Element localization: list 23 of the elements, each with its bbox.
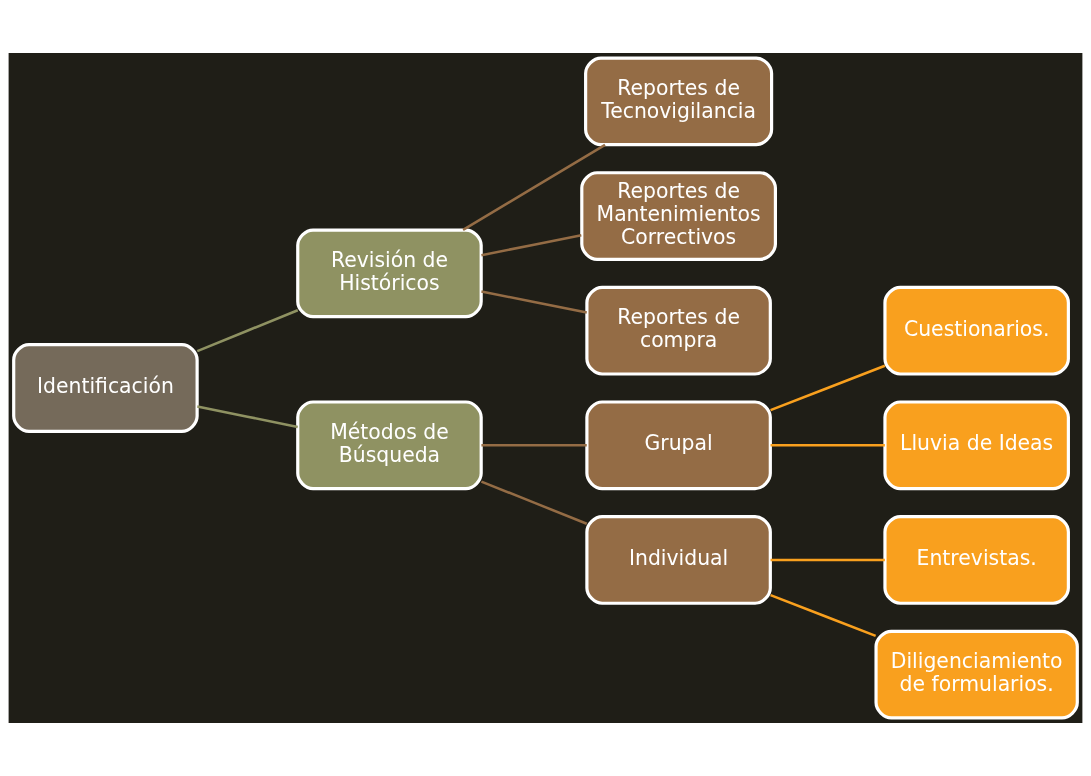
connector (196, 309, 299, 353)
connector (481, 234, 582, 257)
node-box: Individual (585, 515, 772, 605)
connector (770, 558, 885, 562)
node-box: Entrevistas. (883, 515, 1070, 605)
connector (481, 444, 587, 447)
node-box: Identificación (12, 343, 199, 433)
node-box: Métodos de Búsqueda (296, 400, 483, 491)
node-box: Reportes de Mantenimientos Correctivos (580, 171, 777, 261)
connector (481, 290, 587, 314)
node-box: Lluvia de Ideas (883, 400, 1070, 491)
connector (480, 480, 588, 525)
node-box: Revisión de Históricos (296, 228, 483, 319)
connector (770, 593, 877, 638)
connector (197, 405, 298, 429)
node-box: Reportes de Tecnovigilancia (584, 56, 774, 147)
connector (462, 143, 606, 232)
connector (770, 364, 886, 412)
node-box: Diligenciamiento de formularios. (874, 629, 1079, 720)
connector (770, 444, 885, 447)
node-box: Grupal (585, 400, 772, 491)
node-box: Reportes de compra (585, 285, 772, 376)
node-box: Cuestionarios. (883, 285, 1070, 376)
